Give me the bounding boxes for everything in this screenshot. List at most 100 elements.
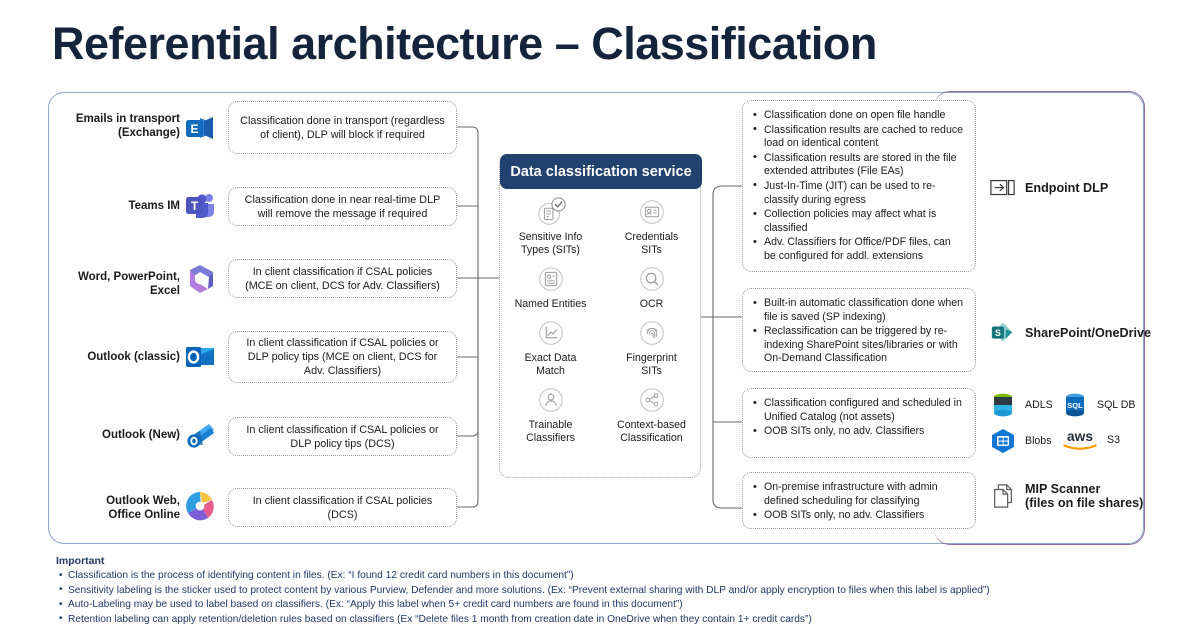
office-online-icon [186,492,214,521]
svg-text:E: E [190,122,198,136]
destination-sharepoint-onedrive: S SharePoint/OneDrive [990,320,1151,346]
important-item: Auto-Labeling may be used to label based… [56,598,1176,613]
svg-text:S: S [995,328,1001,338]
destination-label: ADLS [1025,399,1053,411]
bullet-item: Built-in automatic classification done w… [751,296,965,324]
destination-endpoint-dlp: Endpoint DLP [990,175,1108,201]
outcome-box-catalog: Classification configured and scheduled … [742,388,976,458]
source-note-outlook-classic: In client classification if CSAL policie… [228,331,457,383]
page-title: Referential architecture – Classificatio… [52,18,877,69]
bullet-item: OOB SITs only, no adv. Classifiers [751,509,965,523]
source-label-outlook-classic: Outlook (classic) [87,351,180,363]
destination-blobs: Blobs [990,428,1052,454]
data-classification-service-panel: Data classification service Sensitive In… [499,154,702,478]
microsoft365-icon [190,265,213,293]
bullet-item: Classification configured and scheduled … [751,396,965,424]
method-label: OCR [639,298,664,310]
bullet-item: Classification results are stored in the… [751,151,965,179]
chart-icon [538,321,563,345]
source-label-office-online: Outlook Web,Office Online [106,495,180,521]
bullet-item: OOB SITs only, no adv. Classifiers [751,425,965,439]
destination-label: Blobs [1025,435,1052,447]
method-label: Named Entities [514,298,587,310]
source-label-teams: Teams IM [128,200,180,212]
important-item: Sensitivity labeling is the sticker used… [56,583,1176,599]
method-ocr: OCR [601,263,702,311]
contact-list-icon [538,267,563,291]
exchange-icon: E [186,117,213,139]
outcome-bullet-list: Built-in automatic classification done w… [751,296,965,366]
source-note-office-online: In client classification if CSAL policie… [228,488,457,527]
source-note-outlook-new: In client classification if CSAL policie… [228,417,457,456]
service-panel-header: Data classification service [500,154,702,189]
destination-mip-scanner: MIP Scanner(files on file shares) [990,482,1143,510]
destination-label: MIP Scanner(files on file shares) [1025,482,1144,510]
aws-icon: aws [1063,429,1097,450]
destination-label: SQL DB [1097,399,1136,411]
important-heading: Important [56,555,105,567]
outcome-bullet-list: Classification configured and scheduled … [751,396,965,439]
outcome-box-onpremise: On-premise infrastructure with admin def… [742,472,976,529]
bullet-item: On-premise infrastructure with admin def… [751,480,965,508]
bullet-item: Adv. Classifiers for Office/PDF files, c… [751,236,965,263]
source-note-exchange: Classification done in transport (regard… [228,101,457,154]
source-note-office-apps: In client classification if CSAL policie… [228,259,457,298]
source-label-exchange: Emails in transport(Exchange) [75,113,180,139]
svg-text:aws: aws [1067,429,1093,444]
outlook-new-icon [187,424,214,448]
sharepoint-icon: S [991,322,1013,342]
outcome-box-endpoint: Classification done on open file handle … [742,100,976,272]
adls-icon [994,393,1012,417]
important-list: Classification is the process of identif… [56,569,1176,627]
outcome-bullet-list: On-premise infrastructure with admin def… [751,480,965,523]
important-notes: Important Classification is the process … [56,555,1176,627]
id-card-icon [639,200,664,224]
mip-scanner-icon [994,484,1012,508]
destination-label: SharePoint/OneDrive [1025,326,1151,340]
method-named-entities: Named Entities [500,263,601,311]
share-nodes-icon [639,388,664,412]
destination-aws-s3: aws S3 [1058,428,1120,452]
destination-label: Endpoint DLP [1025,181,1109,195]
svg-text:T: T [191,199,199,213]
outcome-bullet-list: Classification done on open file handle … [751,109,965,264]
teams-icon: T [186,194,214,218]
bullet-item: Just-In-Time (JIT) can be used to re-cla… [751,179,965,207]
destination-label: S3 [1107,434,1120,446]
magnifier-icon [639,267,664,291]
source-note-teams: Classification done in near real-time DL… [228,187,457,226]
source-label-outlook-new: Outlook (New) [102,429,180,441]
bullet-item: Classification results are cached to red… [751,123,965,151]
bullet-item: Classification done on open file handle [751,109,965,123]
person-gear-icon [538,388,563,412]
sql-db-icon: SQL [1066,393,1084,417]
outlook-classic-icon [186,347,214,367]
important-item: Retention labeling can apply retention/d… [56,612,1176,628]
document-check-icon [537,197,566,225]
destination-adls: ADLS [990,392,1053,418]
blobs-icon [992,429,1014,453]
svg-text:SQL: SQL [1067,401,1083,410]
destination-sql-db: SQL SQL DB [1062,392,1135,418]
fingerprint-icon [639,321,664,345]
endpoint-dlp-icon [990,179,1015,196]
bullet-item: Reclassification can be triggered by re-… [751,325,965,366]
source-label-office-apps: Word, PowerPoint,Excel [77,271,180,297]
outcome-box-sharepoint: Built-in automatic classification done w… [742,288,976,372]
important-item: Classification is the process of identif… [56,569,1176,584]
